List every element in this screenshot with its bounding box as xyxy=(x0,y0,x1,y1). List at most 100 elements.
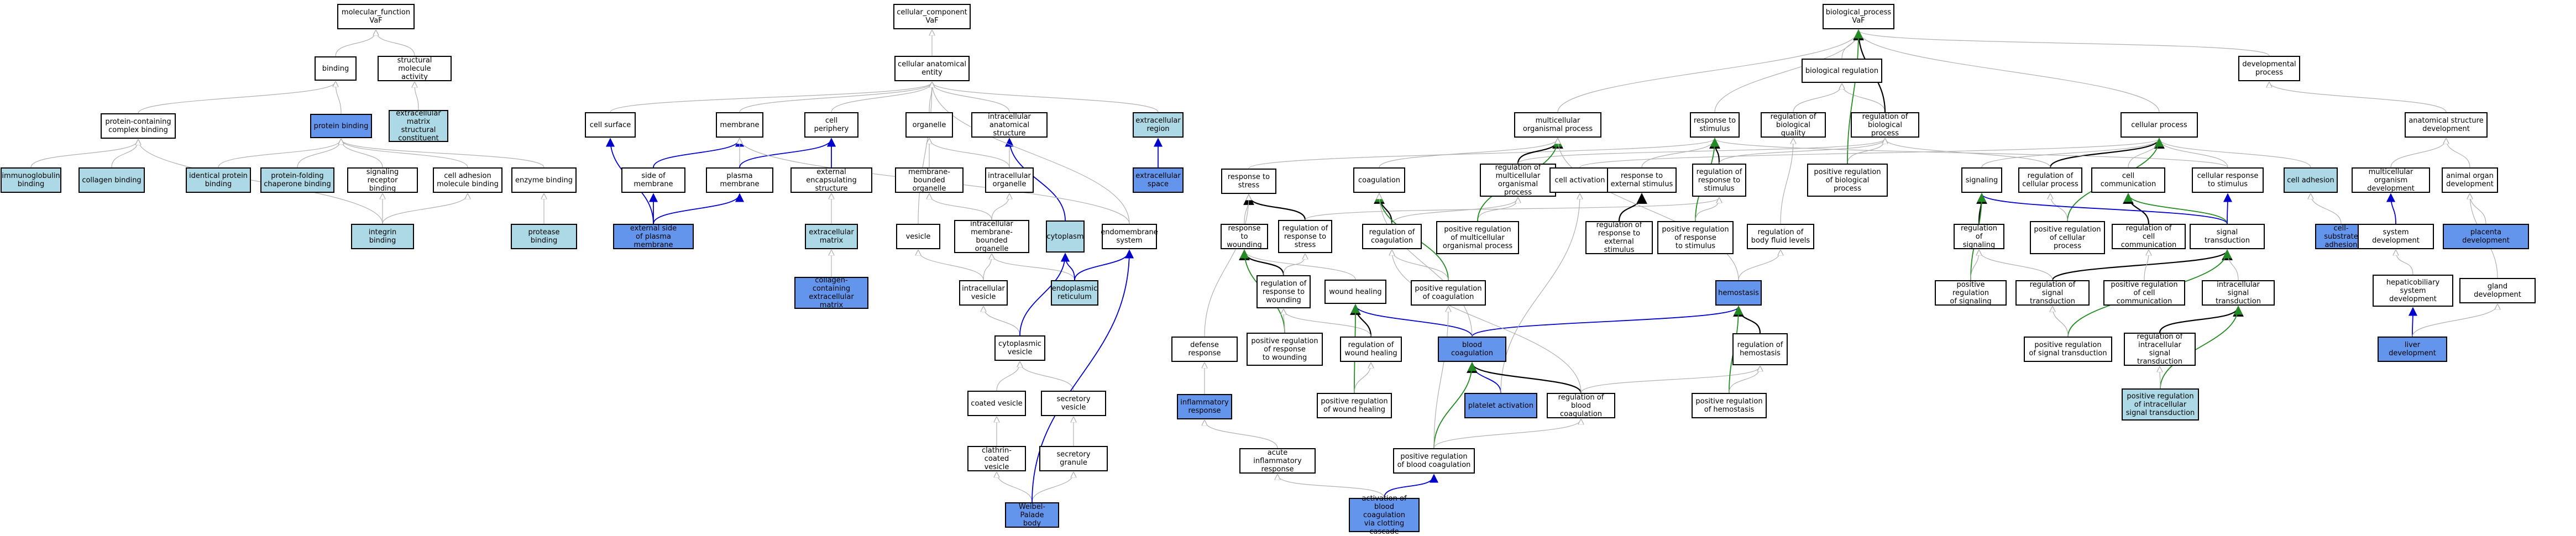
node-binding[interactable]: binding xyxy=(315,56,357,81)
node-developmental-process[interactable]: developmental process xyxy=(2238,56,2300,81)
node-immunoglobulin-binding[interactable]: immunoglobulin binding xyxy=(1,167,61,193)
node-extracellular-matrix-structural-constituent[interactable]: extracellular matrix structural constitu… xyxy=(389,109,448,143)
node-positive-regulation-of-multicellular-organismal-process[interactable]: positive regulation of multicellular org… xyxy=(1436,221,1519,254)
node-intracellular-anatomical-structure[interactable]: intracellular anatomical structure xyxy=(971,112,1048,138)
node-cell-adhesion[interactable]: cell adhesion xyxy=(2284,167,2338,193)
node-regulation-of-response-to-external-stimulus[interactable]: regulation of response to external stimu… xyxy=(1585,221,1653,254)
node-hepaticobiliary-system-development[interactable]: hepaticobiliary system development xyxy=(2373,275,2453,307)
node-cell-adhesion-molecule-binding[interactable]: cell adhesion molecule binding xyxy=(433,167,502,193)
node-intracellular-signal-transduction[interactable]: intracellular signal transduction xyxy=(2202,280,2275,306)
node-protein-folding-chaperone-binding[interactable]: protein-folding chaperone binding xyxy=(260,167,334,193)
node-blood-coagulation[interactable]: blood coagulation xyxy=(1438,337,1506,362)
node-extracellular-region[interactable]: extracellular region xyxy=(1133,112,1184,138)
node-membrane[interactable]: membrane xyxy=(716,112,763,138)
node-liver-development[interactable]: liver development xyxy=(2378,337,2447,362)
node-positive-regulation-of-cellular-process[interactable]: positive regulation of cellular process xyxy=(2030,221,2105,254)
node-multicellular-organism-development[interactable]: multicellular organism development xyxy=(2352,167,2430,193)
node-cellular-process[interactable]: cellular process xyxy=(2121,112,2198,138)
node-response-to-stress[interactable]: response to stress xyxy=(1221,169,1276,194)
node-positive-regulation-of-signaling[interactable]: positive regulation of signaling xyxy=(1935,280,2007,306)
node-regulation-of-response-to-wounding[interactable]: regulation of response to wounding xyxy=(1256,275,1311,308)
node-response-to-wounding[interactable]: response to wounding xyxy=(1221,224,1268,249)
node-cell-activation[interactable]: cell activation xyxy=(1549,167,1610,193)
node-endomembrane-system[interactable]: endomembrane system xyxy=(1101,224,1158,249)
node-cytoplasm[interactable]: cytoplasm xyxy=(1046,220,1085,253)
node-positive-regulation-of-coagulation[interactable]: positive regulation of coagulation xyxy=(1411,280,1486,306)
node-positive-regulation-of-biological-process[interactable]: positive regulation of biological proces… xyxy=(1807,164,1888,197)
node-regulation-of-body-fluid-levels[interactable]: regulation of body fluid levels xyxy=(1747,224,1814,249)
node-platelet-activation[interactable]: platelet activation xyxy=(1464,393,1537,418)
node-acute-inflammatory-response[interactable]: acute inflammatory response xyxy=(1239,448,1316,474)
node-endoplasmic-reticulum[interactable]: endoplasmic reticulum xyxy=(1051,280,1098,306)
node-positive-regulation-of-blood-coagulation[interactable]: positive regulation of blood coagulation xyxy=(1393,448,1475,474)
node-regulation-of-response-to-stress[interactable]: regulation of response to stress xyxy=(1278,220,1332,253)
node-animal-organ-development[interactable]: animal organ development xyxy=(2442,167,2498,193)
node-activation-of-blood-coagulation-via-clotting-cascade[interactable]: activation of blood coagulation via clot… xyxy=(1349,495,1420,536)
node-cellular-anatomical-entity[interactable]: cellular anatomical entity xyxy=(894,56,970,81)
node-regulation-of-cellular-process[interactable]: regulation of cellular process xyxy=(2018,167,2082,193)
node-positive-regulation-of-response-to-wounding[interactable]: positive regulation of response to wound… xyxy=(1247,333,1323,366)
node-structural-molecule-activity[interactable]: structural molecule activity xyxy=(378,56,452,81)
node-positive-regulation-of-response-to-stimulus[interactable]: positive regulation of response to stimu… xyxy=(1657,221,1734,254)
node-coated-vesicle[interactable]: coated vesicle xyxy=(967,391,1026,416)
node-signal-transduction[interactable]: signal transduction xyxy=(2190,224,2265,249)
node-enzyme-binding[interactable]: enzyme binding xyxy=(511,167,577,193)
node-integrin-binding[interactable]: integrin binding xyxy=(351,224,414,249)
node-regulation-of-response-to-stimulus[interactable]: regulation of response to stimulus xyxy=(1692,164,1746,197)
node-regulation-of-biological-quality[interactable]: regulation of biological quality xyxy=(1761,112,1826,138)
node-protein-binding[interactable]: protein binding xyxy=(310,114,372,138)
node-secretory-granule[interactable]: secretory granule xyxy=(1039,446,1108,471)
node-positive-regulation-of-intracellular-signal-transduction[interactable]: positive regulation of intracellular sig… xyxy=(2122,388,2199,421)
node-cellular-component[interactable]: cellular_component VaF xyxy=(893,4,971,29)
node-placenta-development[interactable]: placenta development xyxy=(2443,224,2529,249)
node-biological-process[interactable]: biological_process VaF xyxy=(1823,4,1894,29)
node-positive-regulation-of-hemostasis[interactable]: positive regulation of hemostasis xyxy=(1692,393,1767,418)
node-regulation-of-hemostasis[interactable]: regulation of hemostasis xyxy=(1732,333,1788,365)
node-organelle[interactable]: organelle xyxy=(905,112,953,138)
node-regulation-of-signaling[interactable]: regulation of signaling xyxy=(1954,224,2004,249)
node-extracellular-space[interactable]: extracellular space xyxy=(1133,167,1184,193)
node-regulation-of-coagulation[interactable]: regulation of coagulation xyxy=(1362,224,1422,249)
node-anatomical-structure-development[interactable]: anatomical structure development xyxy=(2405,112,2488,138)
node-collagen-containing-extracellular-matrix[interactable]: collagen-containing extracellular matrix xyxy=(794,276,868,309)
node-system-development[interactable]: system development xyxy=(2358,224,2434,249)
node-regulation-of-biological-process[interactable]: regulation of biological process xyxy=(1851,112,1919,138)
node-collagen-binding[interactable]: collagen binding xyxy=(78,167,145,193)
node-coagulation[interactable]: coagulation xyxy=(1353,167,1405,193)
node-regulation-of-signal-transduction[interactable]: regulation of signal transduction xyxy=(2015,280,2090,306)
node-inflammatory-response[interactable]: inflammatory response xyxy=(1177,394,1232,419)
node-intracellular-membrane-bounded-organelle[interactable]: intracellular membrane-bounded organelle xyxy=(954,220,1029,253)
node-regulation-of-intracellular-signal-transduction[interactable]: regulation of intracellular signal trans… xyxy=(2124,333,2196,366)
node-cell-communication[interactable]: cell communication xyxy=(2091,167,2165,193)
node-vesicle[interactable]: vesicle xyxy=(896,224,940,249)
node-regulation-of-blood-coagulation[interactable]: regulation of blood coagulation xyxy=(1547,393,1615,418)
node-biological-regulation[interactable]: biological regulation xyxy=(1802,59,1882,83)
node-side-of-membrane[interactable]: side of membrane xyxy=(621,167,685,193)
node-positive-regulation-of-wound-healing[interactable]: positive regulation of wound healing xyxy=(1317,393,1392,418)
node-signaling-receptor-binding[interactable]: signaling receptor binding xyxy=(347,167,418,193)
node-regulation-of-cell-communication[interactable]: regulation of cell communication xyxy=(2112,224,2186,249)
node-cell-surface[interactable]: cell surface xyxy=(585,112,636,138)
node-plasma-membrane[interactable]: plasma membrane xyxy=(706,167,773,193)
node-external-encapsulating-structure[interactable]: external encapsulating structure xyxy=(790,167,872,193)
node-intracellular-vesicle[interactable]: intracellular vesicle xyxy=(959,280,1008,306)
node-regulation-of-wound-healing[interactable]: regulation of wound healing xyxy=(1340,337,1402,362)
node-response-to-external-stimulus[interactable]: response to external stimulus xyxy=(1607,167,1677,193)
node-hemostasis[interactable]: hemostasis xyxy=(1715,280,1762,306)
node-extracellular-matrix[interactable]: extracellular matrix xyxy=(805,224,858,249)
node-response-to-stimulus[interactable]: response to stimulus xyxy=(1690,112,1740,138)
node-regulation-of-multicellular-organismal-process[interactable]: regulation of multicellular organismal p… xyxy=(1480,164,1556,197)
node-cellular-response-to-stimulus[interactable]: cellular response to stimulus xyxy=(2192,167,2264,193)
node-external-side-of-plasma-membrane[interactable]: external side of plasma membrane xyxy=(613,224,694,249)
node-secretory-vesicle[interactable]: secretory vesicle xyxy=(1041,391,1106,416)
node-positive-regulation-of-cell-communication[interactable]: positive regulation of cell communicatio… xyxy=(2103,280,2185,306)
node-membrane-bounded-organelle[interactable]: membrane-bounded organelle xyxy=(895,167,964,193)
node-molecular-function[interactable]: molecular_function VaF xyxy=(337,4,415,29)
node-cytoplasmic-vesicle[interactable]: cytoplasmic vesicle xyxy=(994,335,1045,361)
node-identical-protein-binding[interactable]: identical protein binding xyxy=(186,167,251,193)
node-protein-containing-complex-binding[interactable]: protein-containing complex binding xyxy=(101,113,176,139)
node-gland-development[interactable]: gland development xyxy=(2459,278,2536,303)
node-multicellular-organismal-process[interactable]: multicellular organismal process xyxy=(1514,112,1601,138)
node-clathrin-coated-vesicle[interactable]: clathrin-coated vesicle xyxy=(967,446,1026,471)
node-wound-healing[interactable]: wound healing xyxy=(1324,280,1386,304)
